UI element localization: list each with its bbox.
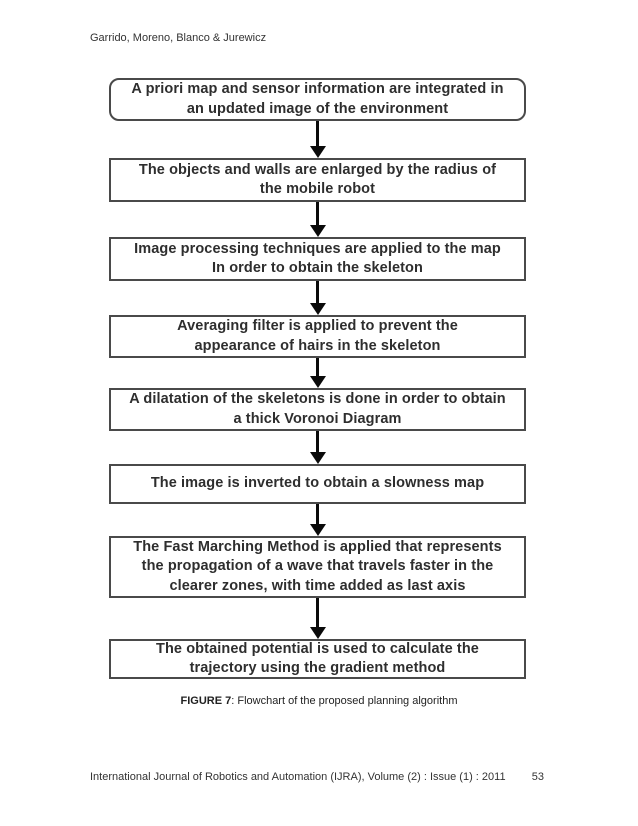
flow-step-text: The Fast Marching Method is applied that… <box>133 538 502 594</box>
flow-step-text: The image is inverted to obtain a slowne… <box>150 475 485 492</box>
figure-caption: FIGURE 7: Flowchart of the proposed plan… <box>0 695 638 707</box>
arrow-head <box>309 452 326 464</box>
arrow-head <box>309 225 326 237</box>
flow-step-averaging-filter: Averaging filter is applied to prevent t… <box>109 315 526 358</box>
arrow-down-icon <box>309 504 326 536</box>
arrow-down-icon <box>309 431 326 464</box>
arrow-stem <box>316 358 319 376</box>
arrow-down-icon <box>309 598 326 639</box>
flow-step-invert-image: The image is inverted to obtain a slowne… <box>109 464 526 504</box>
arrow-head <box>309 524 326 536</box>
flow-step-gradient-trajectory: The obtained potential is used to calcul… <box>109 639 526 679</box>
flow-step-text: A dilatation of the skeletons is done in… <box>129 391 506 427</box>
arrow-stem <box>316 281 319 303</box>
arrow-head <box>309 376 326 388</box>
running-header: Garrido, Moreno, Blanco & Jurewicz <box>90 32 267 44</box>
flow-step-image-processing: Image processing techniques are applied … <box>109 237 526 281</box>
flow-step-text: The objects and walls are enlarged by th… <box>138 161 497 198</box>
arrow-stem <box>316 431 319 452</box>
arrow-down-icon <box>309 358 326 388</box>
flow-step-text: The obtained potential is used to calcul… <box>156 640 479 677</box>
figure-caption-text: : Flowchart of the proposed planning alg… <box>231 695 458 707</box>
arrow-down-icon <box>309 202 326 237</box>
arrow-stem <box>316 121 319 146</box>
page-footer: International Journal of Robotics and Au… <box>90 771 544 783</box>
arrow-down-icon <box>309 121 326 158</box>
flow-step-text: Image processing techniques are applied … <box>134 240 501 277</box>
flow-step-integrate-map: A priori map and sensor information are … <box>109 78 526 121</box>
arrow-head <box>309 627 326 639</box>
arrow-stem <box>316 504 319 524</box>
footer-journal-title: International Journal of Robotics and Au… <box>90 771 506 783</box>
flow-step-dilatation: A dilatation of the skeletons is done in… <box>109 388 526 431</box>
flow-step-text: A priori map and sensor information are … <box>131 81 504 117</box>
arrow-down-icon <box>309 281 326 315</box>
flow-step-enlarge-objects: The objects and walls are enlarged by th… <box>109 158 526 202</box>
flow-step-fast-marching: The Fast Marching Method is applied that… <box>109 536 526 598</box>
flow-step-text: Averaging filter is applied to prevent t… <box>177 318 458 354</box>
arrow-head <box>309 146 326 158</box>
footer-page-number: 53 <box>531 771 544 783</box>
figure-caption-label: FIGURE 7 <box>180 695 232 707</box>
arrow-stem <box>316 598 319 627</box>
arrow-stem <box>316 202 319 225</box>
arrow-head <box>309 303 326 315</box>
